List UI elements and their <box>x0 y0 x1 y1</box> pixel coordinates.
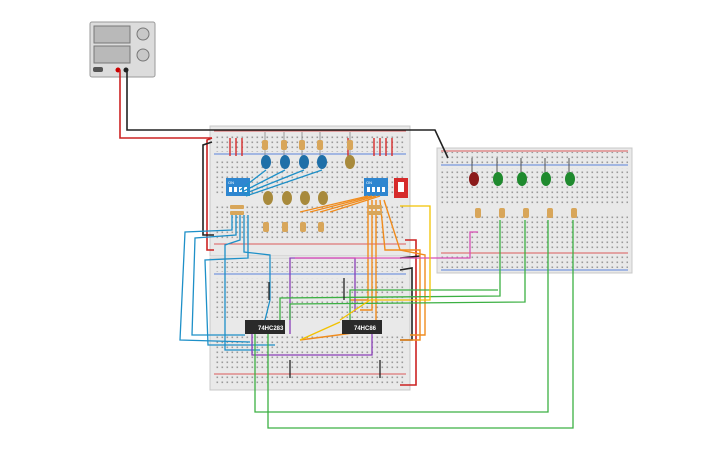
chip-left-label: 74HC283 <box>258 326 284 332</box>
dip-switch-right[interactable]: ON <box>364 178 388 196</box>
chip-right-label: 74HC86 <box>354 326 377 332</box>
wires-dip-to-leds <box>239 169 323 197</box>
dip-right-label: ON <box>366 180 372 185</box>
power-supply[interactable] <box>89 21 156 78</box>
slide-switch[interactable] <box>394 178 408 198</box>
wires-green <box>254 220 574 429</box>
wires-purple <box>251 231 478 356</box>
chip-74hc86[interactable]: 74HC86 <box>342 320 382 334</box>
led-row-top <box>261 155 355 169</box>
rail-jumpers <box>229 138 393 156</box>
led-row-mid <box>263 191 328 205</box>
resistors-mid <box>230 205 382 232</box>
resistors-top <box>262 132 353 158</box>
led-row-right <box>469 158 577 218</box>
dip-left-label: ON <box>228 180 234 185</box>
wires-blue <box>179 215 275 351</box>
breadboard-right <box>436 147 633 274</box>
chip-74hc283[interactable]: 74HC283 <box>245 320 285 334</box>
ground-jumpers <box>268 278 381 378</box>
breadboard-lower <box>209 257 411 391</box>
wires-yellow <box>299 205 431 341</box>
